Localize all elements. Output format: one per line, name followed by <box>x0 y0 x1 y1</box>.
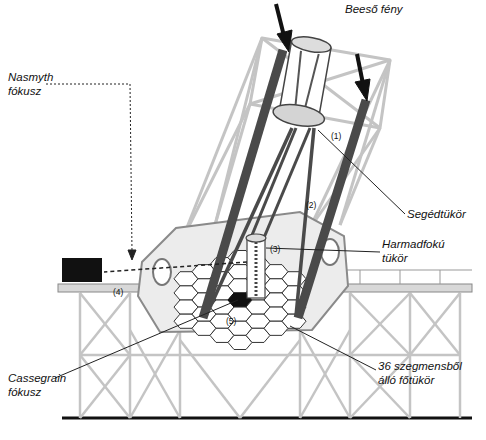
truss-strut <box>182 38 262 240</box>
primary-mirror <box>174 250 306 349</box>
leader-line <box>290 326 376 370</box>
tertiary-tower <box>247 238 265 298</box>
secondary-strut <box>292 51 305 105</box>
truss-beam <box>179 330 182 418</box>
callout-number: (4) <box>113 287 123 298</box>
truss-beam <box>350 293 410 355</box>
caption-label: Beeső fény <box>345 2 403 16</box>
arrow-head <box>355 79 370 101</box>
truss-beam <box>350 293 410 355</box>
railing-post <box>440 270 441 284</box>
nasmyth-beam <box>104 262 247 272</box>
secondary-mirror-unit <box>271 33 338 130</box>
truss-strut <box>340 60 390 225</box>
reflected-beam <box>250 128 296 240</box>
nasmyth-port <box>153 259 171 285</box>
leader-arrow <box>128 250 136 260</box>
tertiary-pattern <box>255 242 258 296</box>
truss-beam <box>180 340 240 418</box>
callout-number: (3) <box>270 244 280 255</box>
secondary-cap <box>290 34 332 55</box>
truss-beam <box>80 354 460 357</box>
truss-beam <box>240 340 300 418</box>
railing <box>340 270 472 284</box>
part-label: Harmadfokú tükör <box>382 237 454 266</box>
nasmyth-instrument <box>62 258 102 282</box>
leader-lines <box>46 84 405 378</box>
reflected-beam <box>263 128 310 240</box>
truss-beam <box>410 293 460 355</box>
mirror-segment <box>282 272 306 286</box>
truss-beam <box>80 293 130 355</box>
incoming-beam <box>203 50 283 318</box>
right-platform <box>330 284 472 292</box>
callout-number: (1) <box>331 131 341 142</box>
arrow-shaft <box>276 4 284 36</box>
truss-beam <box>410 293 460 355</box>
secondary-strut <box>305 53 318 107</box>
part-label: Segédtükör <box>407 207 466 221</box>
leader-line <box>55 300 238 378</box>
truss-beam <box>299 330 302 418</box>
callout-number: (2) <box>306 200 316 211</box>
leader-line <box>318 130 405 214</box>
truss-beam <box>300 330 350 418</box>
leader-line <box>266 248 380 252</box>
base-truss <box>80 293 460 418</box>
tertiary-mirror <box>246 234 266 298</box>
railing-post <box>360 270 361 284</box>
focus-label: Cassegrain fókusz <box>8 371 72 400</box>
leader-line <box>46 84 132 252</box>
railing-post <box>400 270 401 284</box>
arrow-shaft <box>357 54 363 84</box>
truss-beam <box>300 330 350 418</box>
tertiary-top <box>246 234 266 242</box>
part-label: 36 szegmensből álló főtükör <box>378 359 470 388</box>
focus-label: Nasmyth fókusz <box>8 70 64 99</box>
reflected-beam <box>206 128 292 316</box>
secondary-mirror <box>271 101 326 130</box>
callout-number: (5) <box>226 316 236 327</box>
truss-beam <box>80 293 130 355</box>
